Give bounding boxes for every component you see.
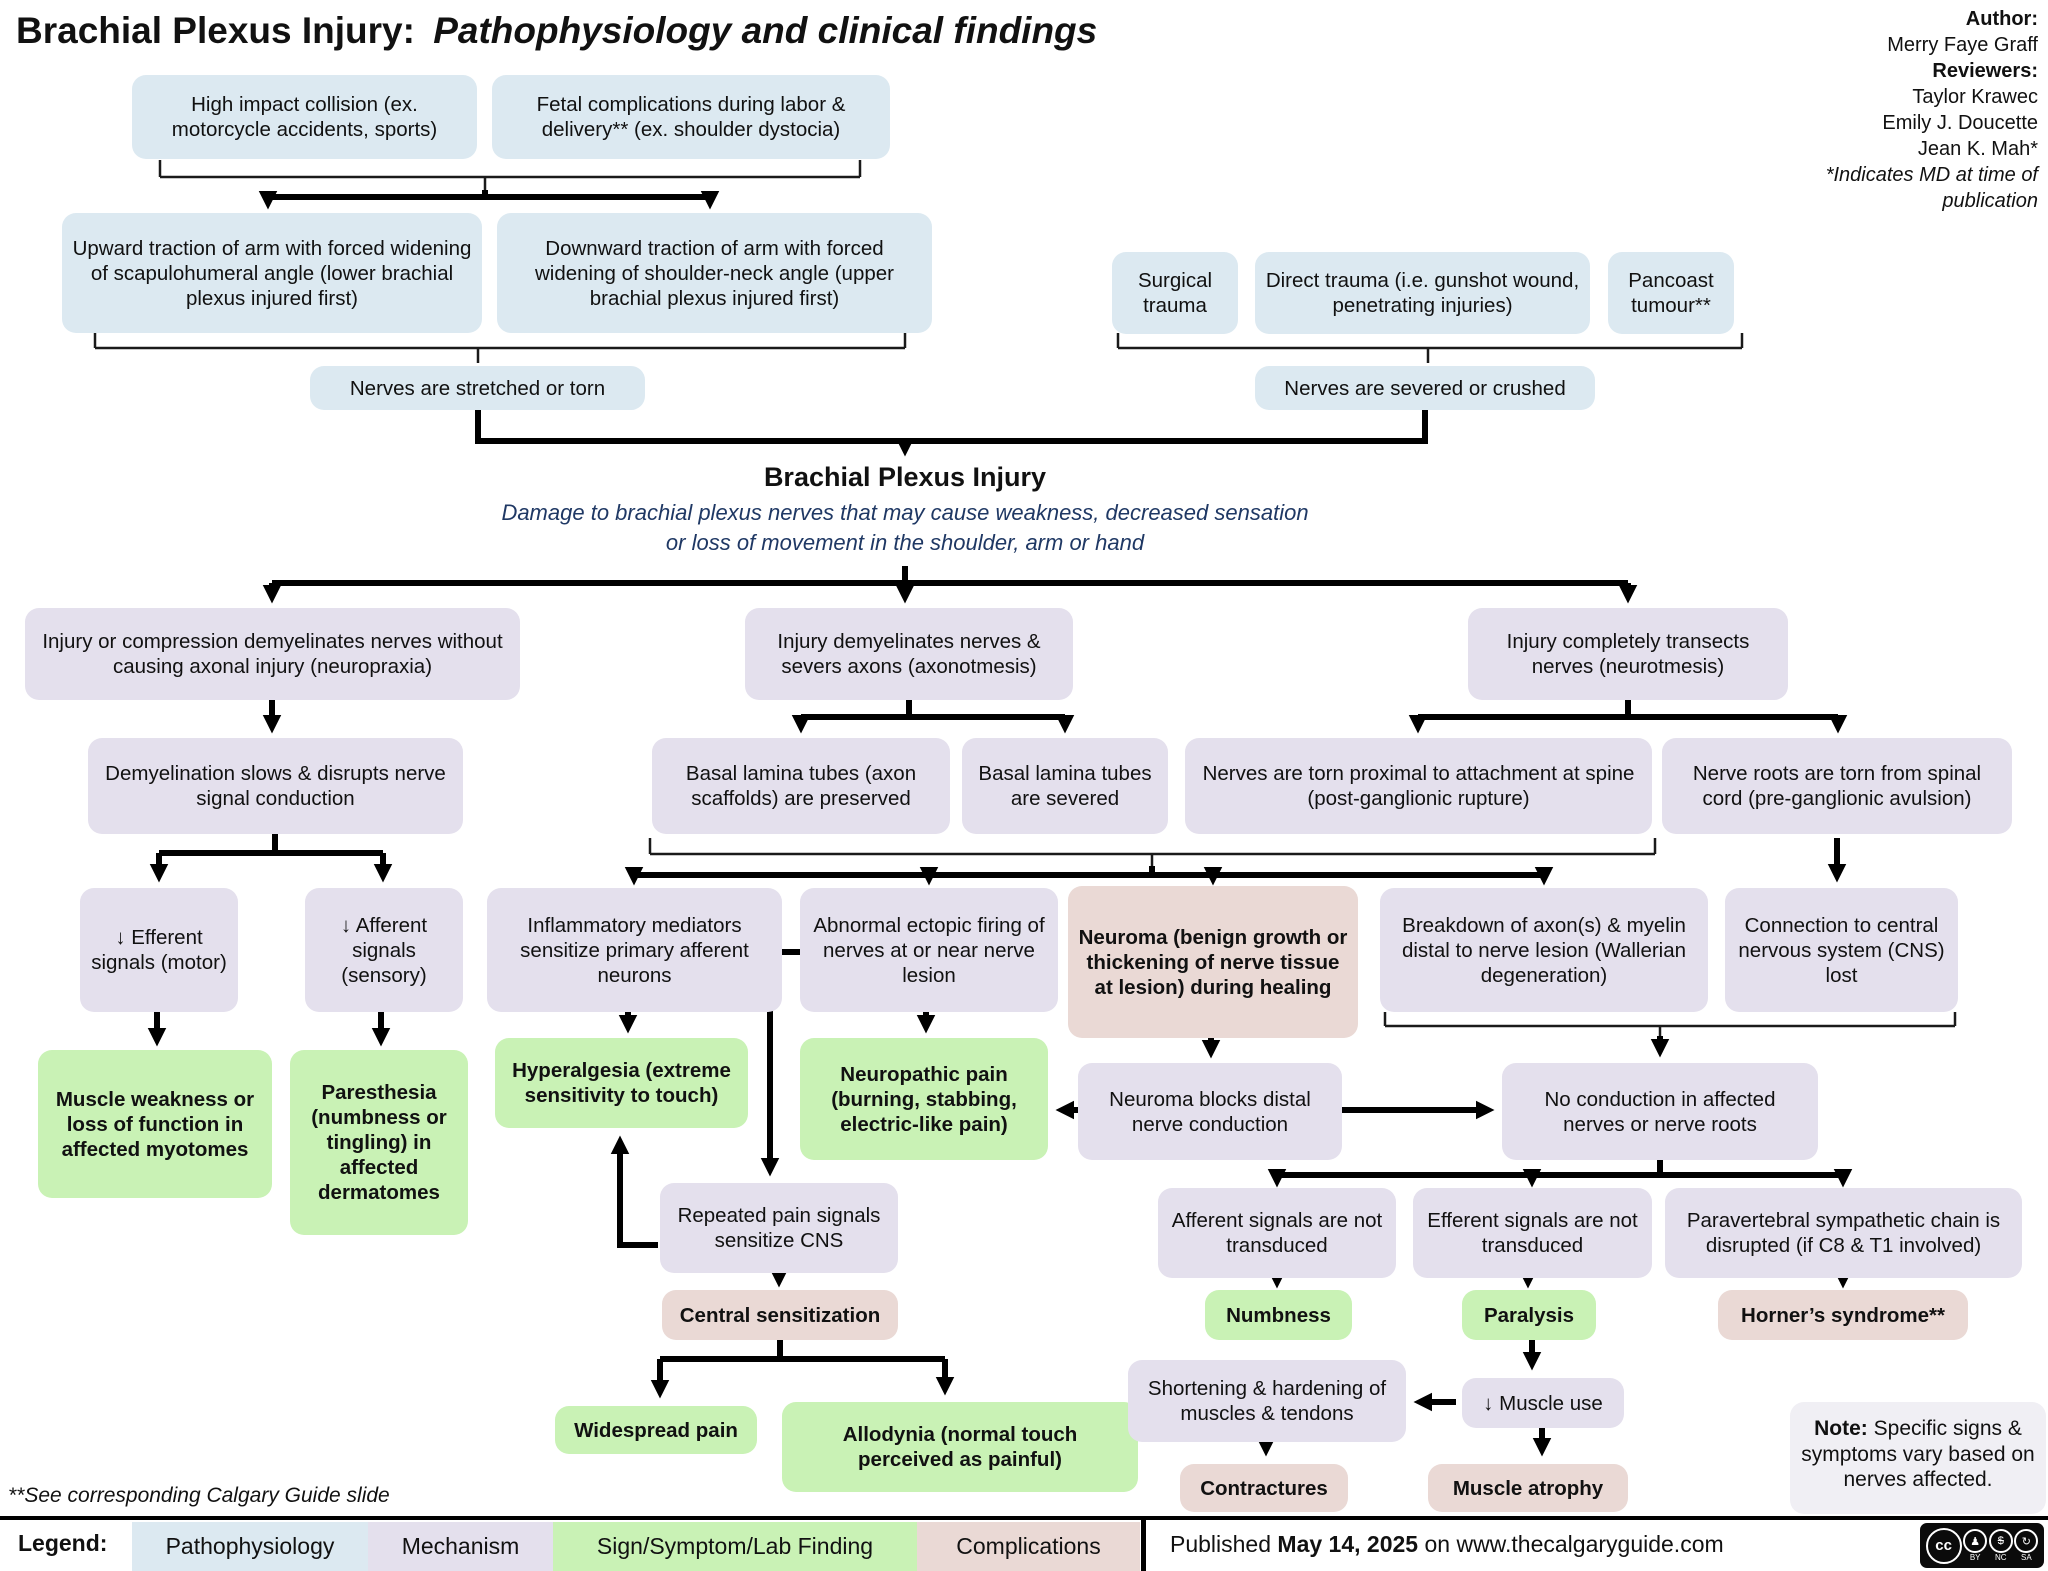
reviewer-name: Emily J. Doucette [1882,112,2038,134]
published-url: on www.thecalgaryguide.com [1418,1531,1724,1557]
reviewer-name: Jean K. Mah* [1917,138,2038,160]
published-date: May 14, 2025 [1277,1531,1419,1557]
legend-item-complications: Complications [917,1522,1140,1571]
cc-by: ♟ BY [1963,1529,1988,1562]
node-repeated-pain: Repeated pain signals sensitize CNS [660,1183,898,1273]
node-basal-severed: Basal lamina tubes are severed [962,738,1168,834]
cc-icon: cc [1925,1527,1962,1564]
node-muscle-use: ↓ Muscle use [1462,1378,1624,1428]
legend-item-mechanism: Mechanism [368,1522,553,1571]
node-efferent-signals: ↓ Efferent signals (motor) [80,888,238,1012]
node-basal-preserved: Basal lamina tubes (axon scaffolds) are … [652,738,950,834]
node-roots-torn: Nerve roots are torn from spinal cord (p… [1662,738,2012,834]
node-no-conduction: No conduction in affected nerves or nerv… [1502,1063,1818,1160]
node-surgical-trauma: Surgical trauma [1112,252,1238,334]
cc-nc: $ NC [1988,1529,2013,1562]
by-person-icon: ♟ [1963,1529,1988,1553]
cc-license-badge: cc ♟ BY $ NC ↻ SA [1920,1523,2044,1568]
node-horners-syndrome: Horner’s syndrome** [1718,1290,1968,1340]
node-neuropraxia: Injury or compression demyelinates nerve… [25,608,520,700]
node-hyperalgesia: Hyperalgesia (extreme sensitivity to tou… [495,1038,748,1128]
by-label: BY [1969,1553,1981,1562]
flow-lines [159,190,1843,1362]
node-direct-trauma: Direct trauma (i.e. gunshot wound, penet… [1255,252,1590,334]
author-name: Merry Faye Graff [1887,34,2038,56]
node-muscle-weakness: Muscle weakness or loss of function in a… [38,1050,272,1198]
node-muscle-atrophy: Muscle atrophy [1428,1464,1628,1512]
node-neuropathic-pain: Neuropathic pain (burning, stabbing, ele… [800,1038,1048,1160]
published-line: Published May 14, 2025 on www.thecalgary… [1170,1531,1724,1558]
node-afferent-signals: ↓ Afferent signals (sensory) [305,888,463,1012]
node-central-sensitization: Central sensitization [662,1290,898,1340]
node-numbness: Numbness [1205,1290,1352,1340]
cc-sa: ↻ SA [2014,1529,2039,1562]
footer-divider [1141,1519,1146,1571]
note-box: Note: Specific signs & symptoms vary bas… [1790,1402,2046,1514]
node-downward-traction: Downward traction of arm with forced wid… [497,213,932,333]
node-high-impact-collision: High impact collision (ex. motorcycle ac… [132,75,477,159]
legend-item-sign-symptom: Sign/Symptom/Lab Finding [553,1522,917,1571]
credits-block: Author: Merry Faye Graff Reviewers: Tayl… [1808,6,2038,214]
published-prefix: Published [1170,1531,1278,1557]
node-efferent-not-transduced: Efferent signals are not transduced [1413,1188,1652,1278]
node-afferent-not-transduced: Afferent signals are not transduced [1158,1188,1396,1278]
nc-label: NC [1995,1553,2007,1562]
node-fetal-complications: Fetal complications during labor & deliv… [492,75,890,159]
legend-item-pathophysiology: Pathophysiology [132,1522,368,1571]
node-upward-traction: Upward traction of arm with forced widen… [62,213,482,333]
node-paravertebral-chain: Paravertebral sympathetic chain is disru… [1665,1188,2022,1278]
node-allodynia: Allodynia (normal touch perceived as pai… [782,1402,1138,1492]
node-torn-proximal: Nerves are torn proximal to attachment a… [1185,738,1652,834]
sa-label: SA [2021,1553,2032,1562]
node-nerves-severed: Nerves are severed or crushed [1255,366,1595,410]
page-title: Brachial Plexus Injury: Pathophysiology … [16,10,1097,52]
bracket-lines [93,160,1957,1036]
author-label: Author: [1965,8,2038,30]
legend-divider-line [0,1516,2048,1520]
node-pancoast-tumour: Pancoast tumour** [1608,252,1734,334]
node-inflammatory-mediators: Inflammatory mediators sensitize primary… [487,888,782,1012]
node-paresthesia: Paresthesia (numbness or tingling) in af… [290,1050,468,1235]
page-title-main: Brachial Plexus Injury: [16,10,415,51]
nc-dollar-icon: $ [1988,1529,2013,1553]
node-demyelination: Demyelination slows & disrupts nerve sig… [88,738,463,834]
page-title-sub: Pathophysiology and clinical findings [433,10,1098,51]
node-neurotmesis: Injury completely transects nerves (neur… [1468,608,1788,700]
node-neuroma: Neuroma (benign growth or thickening of … [1068,886,1358,1038]
node-neuroma-blocks: Neuroma blocks distal nerve conduction [1078,1063,1342,1160]
node-cns-connection-lost: Connection to central nervous system (CN… [1725,888,1958,1012]
node-widespread-pain: Widespread pain [555,1406,757,1454]
node-contractures: Contractures [1180,1464,1348,1512]
node-ectopic-firing: Abnormal ectopic firing of nerves at or … [800,888,1058,1012]
node-wallerian-degeneration: Breakdown of axon(s) & myelin distal to … [1380,888,1708,1012]
footnote: **See corresponding Calgary Guide slide [8,1484,390,1507]
node-shortening-hardening: Shortening & hardening of muscles & tend… [1128,1360,1406,1442]
diagram-heading: Brachial Plexus Injury [763,462,1047,492]
reviewer-name: Taylor Krawec [1912,86,2038,108]
sa-arrow-icon: ↻ [2014,1529,2039,1553]
node-nerves-stretched: Nerves are stretched or torn [310,366,645,410]
note-text: Specific signs & symptoms vary based on … [1801,1417,2035,1492]
md-note: *Indicates MD at time of publication [1825,164,2038,212]
note-label: Note: [1814,1417,1868,1440]
node-paralysis: Paralysis [1462,1290,1596,1340]
node-axonotmesis: Injury demyelinates nerves & severs axon… [745,608,1073,700]
diagram-subheading: Damage to brachial plexus nerves that ma… [501,500,1309,555]
legend-label: Legend: [18,1530,108,1556]
reviewers-label: Reviewers: [1932,60,2038,82]
